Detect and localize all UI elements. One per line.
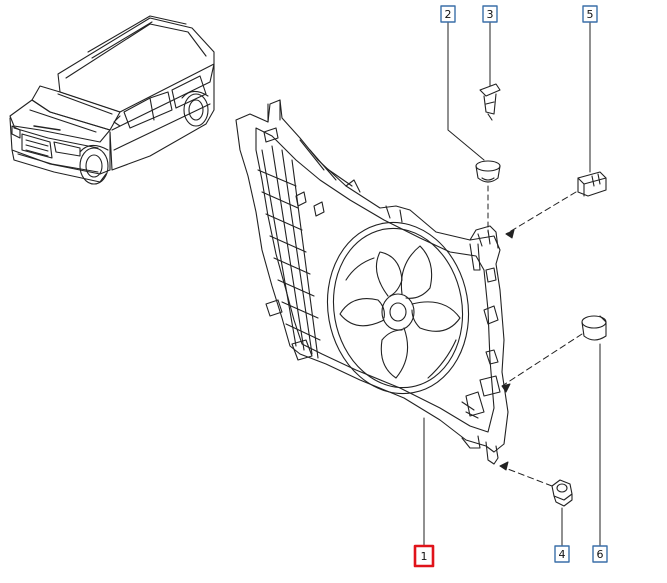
leader-line-2: [447, 21, 485, 161]
push-clip-part: [479, 83, 501, 121]
assembly-dash-5: [505, 191, 577, 235]
callout-label-4: 4: [559, 548, 566, 561]
callout-label-5: 5: [587, 8, 594, 21]
rubber-mount-part: [581, 315, 607, 341]
callout-3[interactable]: 3: [482, 5, 498, 23]
callout-4[interactable]: 4: [554, 545, 570, 563]
callout-label-2: 2: [445, 8, 452, 21]
callout-5[interactable]: 5: [582, 5, 598, 23]
callout-2[interactable]: 2: [440, 5, 456, 23]
vehicle-thumbnail: [9, 15, 215, 185]
fan-shroud-assembly: [235, 99, 509, 465]
callout-6[interactable]: 6: [592, 545, 608, 563]
callout-label-1: 1: [421, 550, 428, 563]
assembly-dash-6: [501, 333, 583, 387]
nut-part: [551, 479, 573, 507]
grommet-part: [475, 160, 501, 183]
callout-label-3: 3: [487, 8, 494, 21]
bracket-clip-part: [577, 171, 607, 197]
leader-lines: [423, 21, 601, 547]
callout-label-6: 6: [597, 548, 604, 561]
callout-1[interactable]: 1: [413, 544, 435, 568]
assembly-dash-4: [499, 465, 553, 487]
fan-blade-assembly: [326, 221, 470, 395]
